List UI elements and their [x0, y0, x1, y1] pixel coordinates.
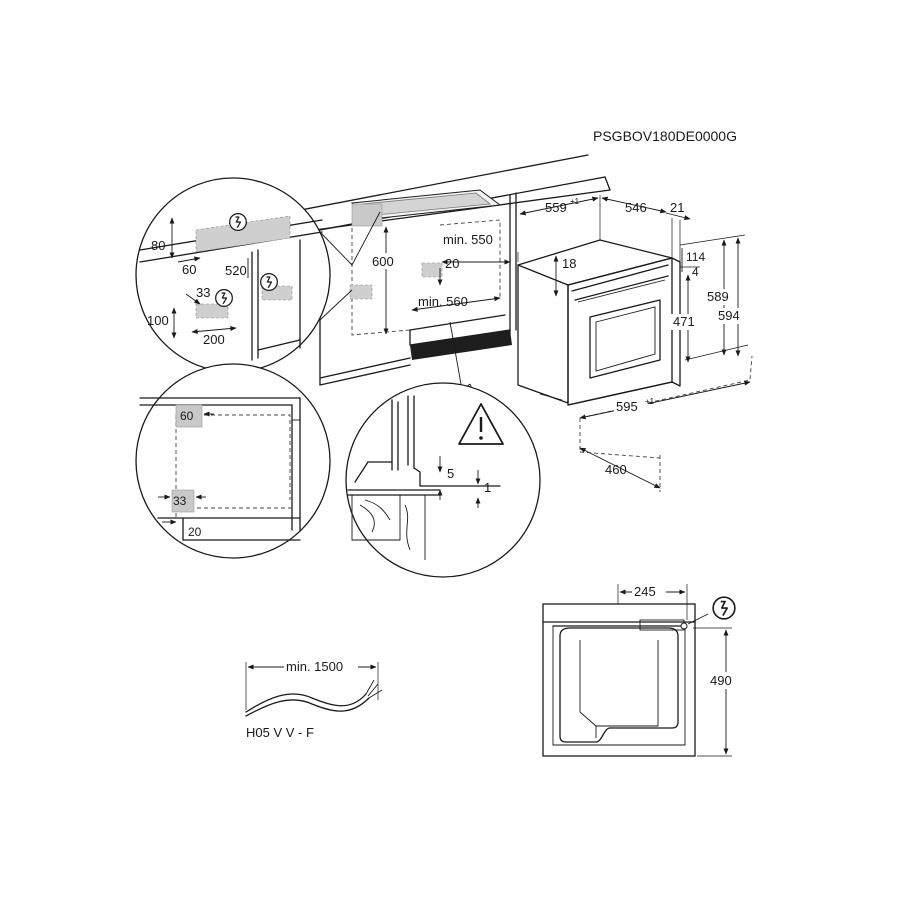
niche-height-label: 600 — [372, 254, 394, 269]
zoom-mc-d5-label: 5 — [447, 466, 454, 481]
oven-d4-label: 4 — [692, 265, 699, 279]
zoom-ml-d33-label: 33 — [173, 494, 187, 508]
oven-width-top-tol: +1 — [570, 197, 580, 206]
niche-min-width-label: min. 560 — [418, 294, 468, 309]
niche-gap-label: 20 — [445, 256, 459, 271]
oven-body — [517, 239, 681, 406]
oven-dimensions: 559 +1 546 21 114 4 471 589 594 18 — [517, 195, 753, 492]
zoom-tl-d60-label: 60 — [182, 262, 196, 277]
zoom-tl-d33-label: 33 — [196, 285, 210, 300]
oven-depth-label: 546 — [625, 200, 647, 215]
zoom-tl-d520-label: 520 — [225, 263, 247, 278]
oven-d114-label: 114 — [686, 250, 705, 264]
zoom-tl-d100-label: 100 — [147, 313, 169, 328]
oven-d18-label: 18 — [562, 256, 576, 271]
zoom-mc-d1-label: 1 — [484, 480, 491, 495]
cable-length-label: min. 1500 — [286, 659, 343, 674]
model-code: PSGBOV180DE0000G — [593, 128, 737, 144]
zoom-side-clearance: 60 33 20 — [135, 363, 331, 559]
oven-door-height-label: 471 — [673, 314, 695, 329]
zoom-tl-d200-label: 200 — [203, 332, 225, 347]
cable-type-label: H05 V V - F — [246, 725, 314, 740]
zoom-ml-d20-label: 20 — [188, 525, 202, 539]
oven-width-bottom-tol: +1 — [645, 397, 655, 406]
niche-min-depth-label: min. 550 — [443, 232, 493, 247]
zoom-socket-detail: 80 60 520 33 100 200 — [135, 177, 331, 373]
back-width-label: 245 — [634, 584, 656, 599]
back-height-label: 490 — [710, 673, 732, 688]
zoom-door-gap: 5 1 — [345, 382, 541, 578]
oven-height-inner-label: 589 — [707, 289, 729, 304]
zoom-ml-d60-label: 60 — [180, 409, 194, 423]
oven-front-label: 21 — [670, 200, 684, 215]
niche-dimensions: 600 min. 550 20 min. 560 — [371, 226, 511, 335]
oven-width-bottom-label: 595 — [616, 399, 638, 414]
oven-height-outer-label: 594 — [718, 308, 740, 323]
warning-triangle-icon — [458, 403, 504, 445]
cable-detail: min. 1500 H05 V V - F — [245, 658, 383, 740]
oven-width-top-label: 559 — [545, 200, 567, 215]
oven-depth-bottom-label: 460 — [605, 462, 627, 477]
oven-back-view: 245 490 — [542, 583, 742, 757]
zoom-tl-d80-label: 80 — [151, 238, 165, 253]
